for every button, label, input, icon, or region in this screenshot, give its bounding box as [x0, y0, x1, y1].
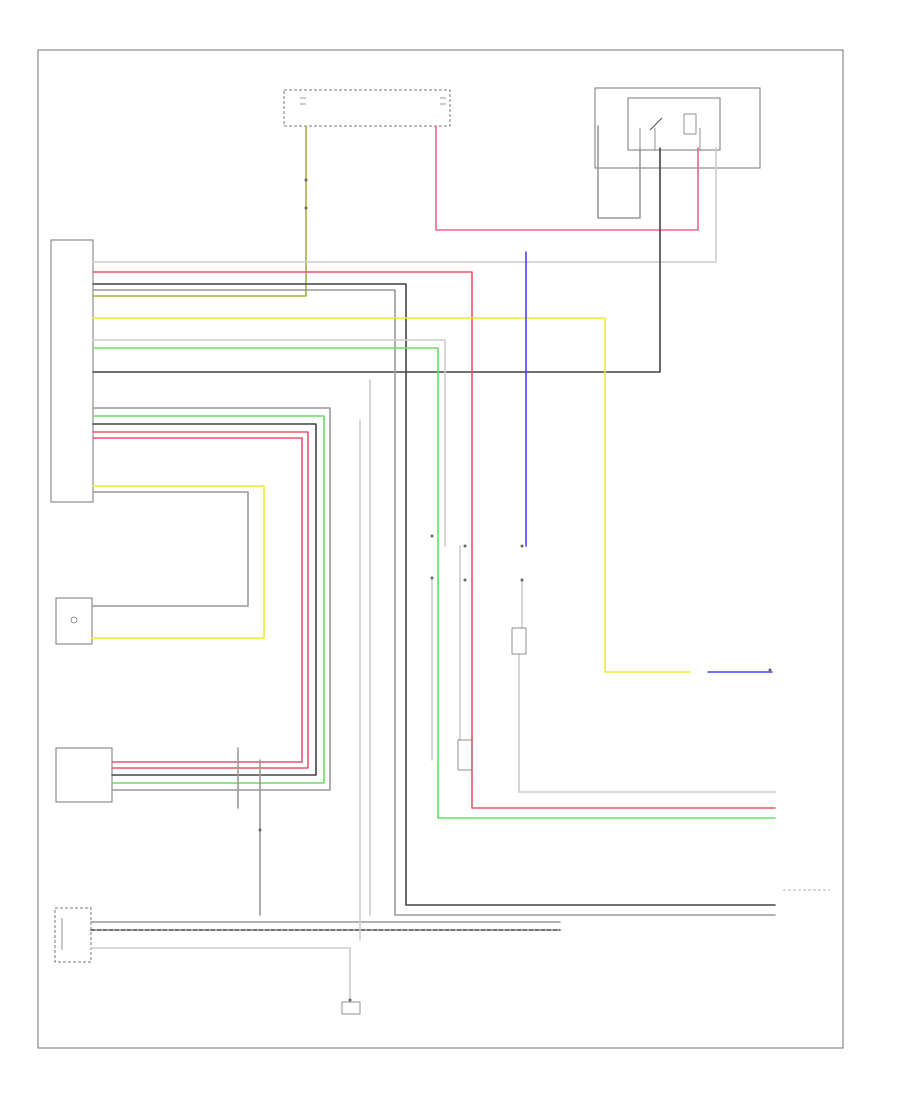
diagram-frame	[37, 49, 844, 1049]
wire-yellow	[91, 485, 265, 639]
wire-black	[92, 423, 317, 776]
wire-olive	[92, 125, 307, 297]
wire-red	[92, 271, 776, 809]
wire-gray	[92, 289, 776, 916]
wire-lightgray	[92, 339, 446, 547]
main-relay-box	[594, 87, 761, 169]
wire-lightgray	[518, 579, 776, 793]
fuse-box-top-left	[283, 89, 451, 127]
wire-gray	[91, 491, 249, 607]
wire-black	[92, 147, 661, 373]
wire-green	[92, 347, 776, 819]
wire-lightgray	[92, 147, 717, 263]
wires	[90, 125, 776, 1003]
wire-lightgray	[90, 947, 351, 1003]
wire-gray	[92, 407, 331, 791]
ecm-box	[50, 239, 94, 503]
wire-yellow	[92, 317, 691, 673]
wire-green	[92, 415, 325, 784]
wire-red	[92, 431, 309, 769]
relay-symbol-mid	[341, 627, 527, 1015]
wire-pink	[435, 125, 699, 231]
powertrain-ecm-box	[55, 747, 113, 803]
accel-pedal-sensor-box	[55, 597, 93, 645]
eps-ecu-box	[54, 907, 92, 963]
wire-gray	[597, 125, 641, 219]
wire-black	[92, 283, 776, 906]
connector-marks	[258, 178, 772, 1002]
wire-red	[92, 437, 303, 763]
